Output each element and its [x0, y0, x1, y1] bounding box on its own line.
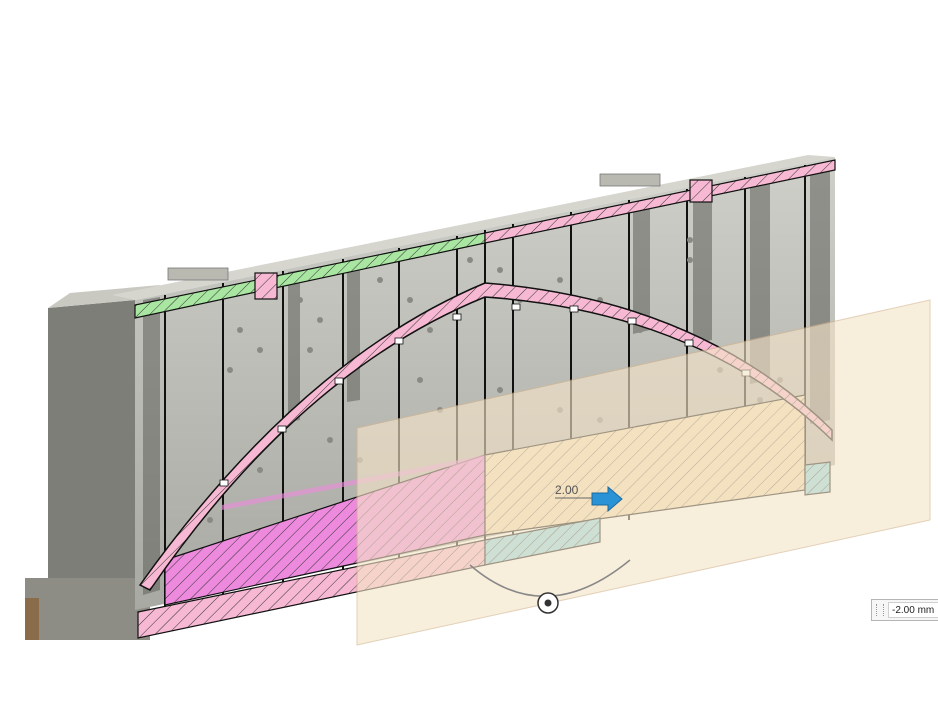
grip-icon[interactable]: [876, 604, 884, 616]
section-plane[interactable]: [356, 299, 931, 646]
rotate-handle[interactable]: [469, 559, 631, 614]
rotate-handle-icon[interactable]: [537, 592, 559, 614]
left-end-block: [25, 285, 160, 640]
dimension-value-input[interactable]: [888, 602, 938, 618]
dimension-manipulator[interactable]: 2.00: [555, 483, 623, 513]
top-section-strips: [134, 159, 836, 319]
dimension-label: 2.00: [555, 483, 579, 497]
dimension-value-box: [871, 599, 938, 621]
right-arrow-icon[interactable]: [591, 485, 623, 513]
